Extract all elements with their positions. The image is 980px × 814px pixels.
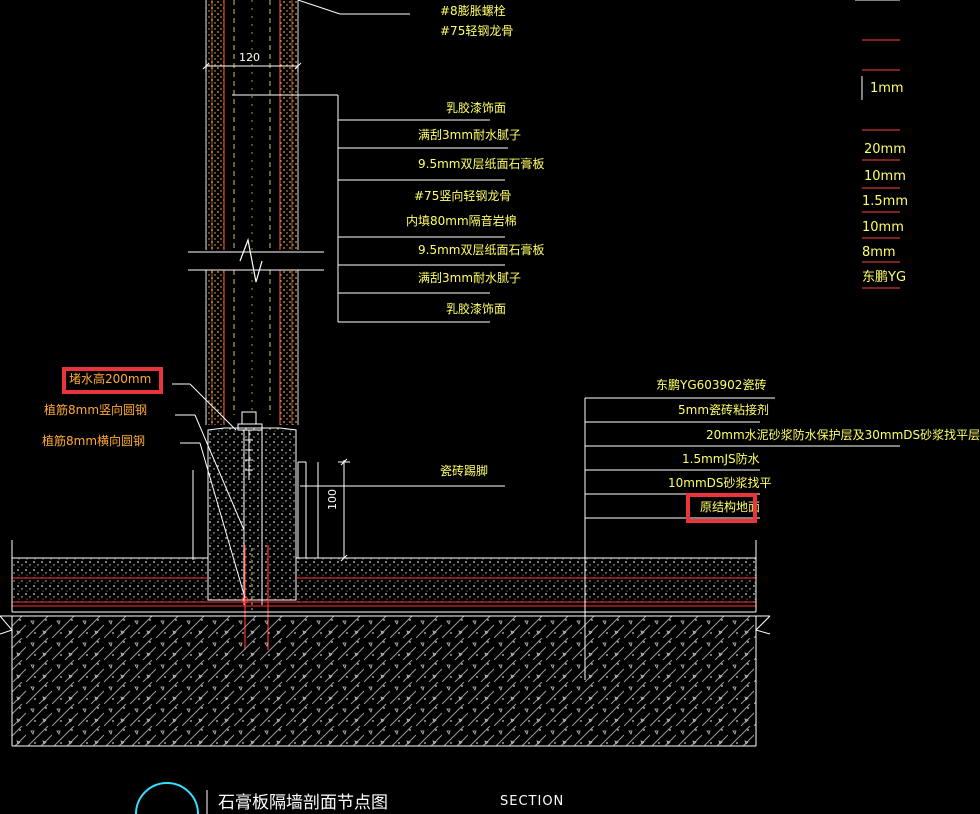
partial-label-2: 20mm — [864, 142, 906, 157]
label-floor-3: 20mm水泥砂浆防水保护层及30mmDS砂浆找平层 — [706, 428, 980, 442]
label-skirting: 瓷砖踢脚 — [440, 464, 489, 478]
label-wall-6: 9.5mm双层纸面石膏板 — [418, 243, 545, 257]
floor-layers — [11, 540, 757, 613]
dimension-120 — [202, 60, 302, 72]
concrete-curb — [207, 411, 297, 650]
leader-lines-floor — [584, 397, 900, 680]
partition-wall — [205, 0, 299, 425]
leader-lines-left — [172, 383, 246, 599]
skirting — [297, 461, 319, 558]
label-wall-8: 乳胶漆饰面 — [446, 302, 507, 316]
label-floor-6: 原结构地面 — [700, 500, 761, 514]
partial-label-4: 1.5mm — [862, 194, 909, 209]
label-floor-5: 10mmDS砂浆找平 — [668, 476, 772, 490]
structural-slab — [0, 615, 771, 747]
highlight-curb-height — [62, 367, 163, 394]
partial-label-6: 8mm — [862, 245, 896, 260]
section-drawing — [0, 0, 900, 814]
highlight-structural-floor — [686, 493, 757, 523]
label-wall-3: 9.5mm双层纸面石膏板 — [418, 157, 545, 171]
label-wall-5: 内填80mm隔音岩棉 — [406, 214, 517, 228]
section-marker-circle — [135, 782, 199, 814]
label-wall-4: #75竖向轻钢龙骨 — [414, 189, 512, 203]
break-line — [188, 237, 324, 283]
label-wall-1: 乳胶漆饰面 — [446, 101, 507, 115]
label-top-1: #8膨胀螺栓 — [440, 4, 506, 18]
label-curb-height: 堵水高200mm — [69, 372, 152, 386]
partial-label-5: 10mm — [862, 220, 904, 235]
label-wall-2: 满刮3mm耐水腻子 — [418, 128, 522, 142]
label-rebar-vertical: 植筋8mm竖向圆钢 — [44, 403, 148, 417]
label-wall-7: 满刮3mm耐水腻子 — [418, 271, 522, 285]
label-floor-1: 东鹏YG603902瓷砖 — [656, 378, 767, 392]
partial-label-3: 10mm — [864, 169, 906, 184]
dimension-100-text: 100 — [326, 489, 339, 510]
drawing-title: 石膏板隔墙剖面节点图 — [218, 793, 388, 813]
label-floor-4: 1.5mmJS防水 — [682, 452, 760, 466]
label-top-2: #75轻钢龙骨 — [440, 24, 514, 38]
right-detail-partial — [862, 39, 900, 289]
label-floor-2: 5mm瓷砖粘接剂 — [678, 403, 770, 417]
partial-label-7: 东鹏YG — [862, 270, 907, 285]
dimension-100 — [338, 458, 350, 562]
section-label: SECTION — [500, 794, 565, 809]
dimension-120-text: 120 — [239, 51, 260, 64]
partial-label-1: 1mm — [870, 81, 904, 96]
label-rebar-horizontal: 植筋8mm横向圆钢 — [42, 434, 146, 448]
leader-lines-top — [232, 0, 508, 323]
